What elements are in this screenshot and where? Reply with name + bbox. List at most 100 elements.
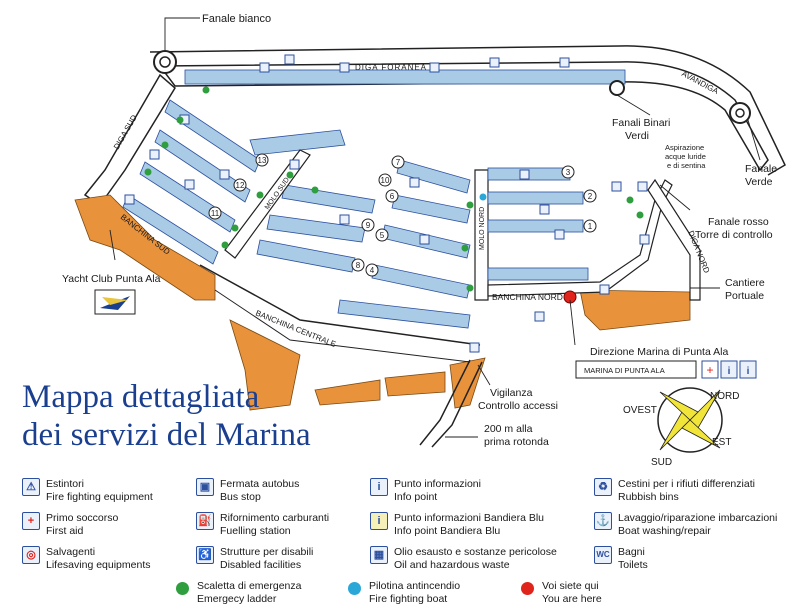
pier-number-13: 13 bbox=[258, 156, 267, 165]
legend-label-it: Salvagenti bbox=[46, 546, 96, 558]
controllo-accessi-label: Controllo accessi bbox=[478, 400, 558, 412]
emergency-ladder-dot-icon bbox=[176, 582, 189, 595]
legend-label-it: Scaletta di emergenza bbox=[197, 580, 302, 592]
legend-label-en: You are here bbox=[542, 592, 602, 605]
blue-flag-info-icon: i bbox=[370, 512, 388, 530]
legend-label-en: Emergecy ladder bbox=[197, 592, 277, 605]
pier-number-4: 4 bbox=[370, 266, 375, 275]
legend-label-en: Info point bbox=[394, 490, 438, 503]
legend-label-it: Cestini per i rifiuti differenziati bbox=[618, 478, 755, 490]
svg-text:i: i bbox=[747, 366, 750, 377]
legend-label-it: Fermata autobus bbox=[220, 478, 300, 490]
cantiere-label: Cantiere bbox=[725, 277, 765, 289]
aspirazione-label-3: e di sentina bbox=[667, 161, 706, 170]
fuel-icon: ⛽ bbox=[196, 512, 214, 530]
yacht-club-logo bbox=[94, 289, 136, 315]
pier-number-2: 2 bbox=[588, 192, 593, 201]
marina-map: 3 2 1 4 5 6 7 8 9 10 11 12 13 Fanale bia… bbox=[62, 13, 786, 468]
fanali-binari-label-2: Verdi bbox=[625, 130, 649, 142]
legend-label-it: Primo soccorso bbox=[46, 512, 119, 524]
compass-rose: NORD OVEST EST SUD bbox=[623, 387, 739, 468]
diga-foranea-label: DIGA FORANEA bbox=[355, 63, 427, 72]
oil-waste-icon: ▦ bbox=[370, 546, 388, 564]
legend-label-en: Fuelling station bbox=[220, 524, 291, 537]
molo-nord bbox=[474, 169, 489, 301]
legend-label-it: Punto informazioni Bandiera Blu bbox=[394, 512, 545, 524]
compass-west: OVEST bbox=[623, 405, 657, 416]
legend-label-en: First aid bbox=[46, 524, 84, 537]
legend-label-it: Punto informazioni bbox=[394, 478, 481, 490]
aspirazione-label-2: acque luride bbox=[665, 152, 706, 161]
fanale-bianco-label: Fanale bianco bbox=[202, 13, 271, 25]
svg-text:MARINA DI PUNTA ALA: MARINA DI PUNTA ALA bbox=[584, 366, 665, 375]
svg-text:+: + bbox=[706, 363, 713, 377]
diga-foranea-outer bbox=[149, 45, 786, 176]
yacht-club-label: Yacht Club Punta Ala bbox=[62, 273, 161, 285]
you-are-here-dot-icon bbox=[521, 582, 534, 595]
access-road bbox=[419, 359, 471, 446]
legend-label-en: Disabled facilities bbox=[220, 558, 302, 571]
legend-label-it: Bagni bbox=[618, 546, 645, 558]
legend-label-it: Lavaggio/riparazione imbarcazioni bbox=[618, 512, 778, 524]
fanale-verde-label-2: Verde bbox=[745, 176, 773, 188]
legend-label-en: Info point Bandiera Blu bbox=[394, 524, 501, 537]
wheelchair-icon: ♿ bbox=[196, 546, 214, 564]
legend-label-en: Fire fighting equipment bbox=[46, 490, 153, 503]
molo-nord-label: MOLO NORD bbox=[479, 207, 486, 250]
legend-label-en: Rubbish bins bbox=[618, 490, 679, 503]
fire-boat-marker bbox=[479, 193, 487, 201]
pier-number-10: 10 bbox=[381, 176, 390, 185]
rotonda-label-2: prima rotonda bbox=[484, 436, 549, 448]
lifebuoy-icon: ◎ bbox=[22, 546, 40, 564]
pier-number-12: 12 bbox=[236, 181, 245, 190]
map-title-line1: Mappa dettagliata bbox=[22, 379, 260, 415]
fanali-binari-marker bbox=[609, 80, 625, 96]
fanale-rosso-label: Fanale rosso bbox=[708, 216, 769, 228]
legend-label-en: Oil and hazardous waste bbox=[394, 558, 510, 571]
map-title: Mappa dettagliata dei servizi del Marina bbox=[22, 378, 311, 454]
legend-label-it: Pilotina antincendio bbox=[369, 580, 461, 592]
fanale-verde-marker bbox=[729, 102, 751, 124]
fanale-verde-label: Fanale bbox=[745, 163, 777, 175]
diga-nord bbox=[647, 178, 701, 301]
fire-extinguisher-icon: ⚠ bbox=[22, 478, 40, 496]
info-icon: i bbox=[370, 478, 388, 496]
torre-controllo-label: Torre di controllo bbox=[695, 229, 773, 241]
banchina-sud-quay bbox=[74, 194, 216, 301]
toilet-icon: WC bbox=[594, 546, 612, 564]
vigilanza-label: Vigilanza bbox=[490, 387, 533, 399]
pier-number-11: 11 bbox=[211, 209, 220, 218]
map-title-line2: dei servizi del Marina bbox=[22, 417, 311, 453]
svg-text:i: i bbox=[728, 366, 731, 377]
legend-label-it: Voi siete qui bbox=[542, 580, 599, 592]
fanali-binari-label: Fanali Binari bbox=[612, 117, 670, 129]
recycle-bin-icon: ♻ bbox=[594, 478, 612, 496]
banchina-centrale-quay bbox=[229, 319, 301, 411]
banchina-nord-label: BANCHINA NORD bbox=[492, 292, 563, 302]
compass-south: SUD bbox=[651, 457, 672, 468]
pier-number-6: 6 bbox=[390, 192, 395, 201]
pier-number-9: 9 bbox=[366, 221, 371, 230]
legend-label-it: Estintori bbox=[46, 478, 84, 490]
compass-north: NORD bbox=[710, 391, 739, 402]
legend-label-it: Olio esausto e sostanze pericolose bbox=[394, 546, 557, 558]
pier-number-3: 3 bbox=[566, 168, 571, 177]
legend-label-en: Fire fighting boat bbox=[369, 592, 448, 605]
legend-label-it: Rifornimento carburanti bbox=[220, 512, 330, 524]
fanale-bianco-marker bbox=[153, 50, 177, 74]
legend-label-it: Strutture per disabili bbox=[220, 546, 314, 558]
first-aid-icon: + bbox=[22, 512, 40, 530]
pier-number-1: 1 bbox=[588, 222, 593, 231]
